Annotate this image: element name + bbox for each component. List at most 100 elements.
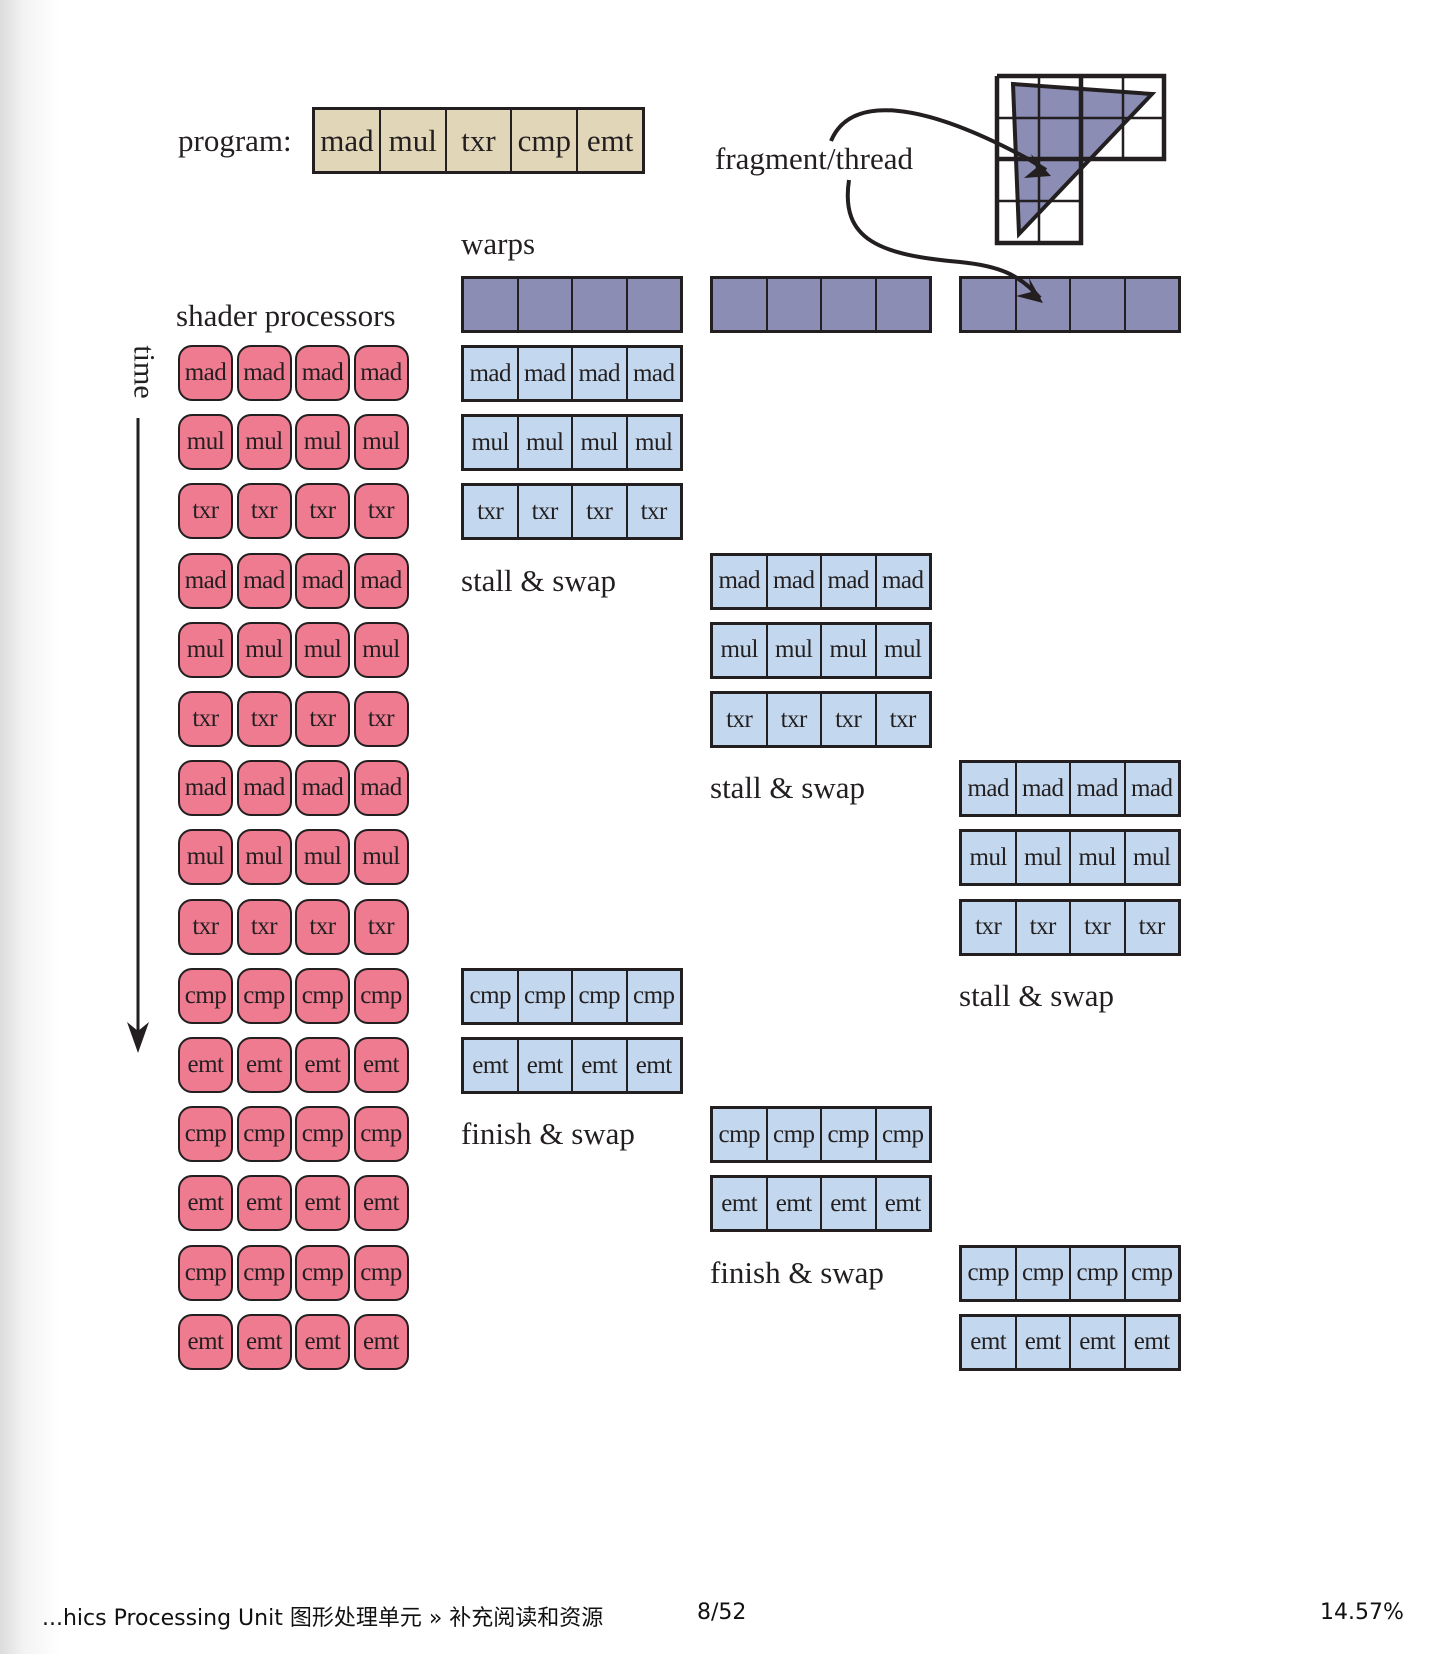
shader-processor-op: mul	[295, 829, 350, 886]
warp-lane-op: txr	[889, 705, 917, 733]
warp-lane-op: mul	[464, 417, 519, 469]
shader-processor-op: emt	[295, 1313, 350, 1370]
shader-processor-op: cmp	[236, 1106, 292, 1163]
warp-lane-op: cmp	[573, 970, 628, 1022]
warp-lane-op: cmp	[1130, 1259, 1173, 1287]
shader-processor-op: emt	[236, 1037, 292, 1093]
program-instruction-cmp: cmp	[512, 110, 579, 171]
warp-lane-op: mad	[573, 348, 628, 399]
warp-lane-op: emt	[635, 1051, 672, 1079]
shader-processor-op: txr	[295, 898, 350, 955]
warp-lane-op: mad	[464, 348, 519, 399]
program-instruction-emt: emt	[586, 122, 634, 158]
shader-processor-op: mad	[353, 552, 409, 609]
thread-slot	[713, 279, 768, 330]
shader-processor-op: txr	[236, 898, 292, 955]
shader-processor-op: emt	[295, 1175, 350, 1232]
warp-lane-op: mul	[822, 624, 877, 676]
warp-lane-op: mad	[1071, 763, 1126, 815]
page-indicator[interactable]: 8/52	[697, 1600, 747, 1625]
shader-processor-op: cmp	[178, 1106, 233, 1163]
shader-processor-op: txr	[236, 483, 292, 540]
shader-processor-op: emt	[295, 1037, 350, 1093]
shader-processor-op: mul	[236, 414, 292, 471]
shader-processor-op: mad	[353, 345, 409, 401]
warp-lane-op: mul	[768, 624, 822, 676]
warp-lane-op: cmp	[1017, 1247, 1071, 1299]
shader-processor-op: txr	[295, 483, 350, 540]
shader-processor-op: cmp	[236, 1244, 292, 1301]
warp-lane-op: mul	[1017, 832, 1071, 884]
program-instruction-mad: mad	[315, 110, 381, 171]
thread-slot	[628, 279, 681, 330]
shader-processor-op: txr	[353, 691, 409, 747]
warp-lane-op: txr	[1138, 913, 1166, 941]
warp-lane-op: txr	[573, 486, 628, 538]
thread-slot	[1126, 279, 1179, 330]
shader-processor-op: emt	[236, 1175, 292, 1232]
warp-lane-op: mad	[962, 763, 1017, 815]
warp-lane-op: mul	[1133, 843, 1171, 871]
warp-lane-op: txr	[822, 694, 877, 745]
warp-lane-op: cmp	[519, 970, 573, 1022]
shader-processor-op: cmp	[236, 967, 292, 1024]
warp-lane-op: cmp	[962, 1247, 1017, 1299]
thread-slot	[962, 279, 1017, 330]
warp-lane-op: txr	[640, 497, 668, 525]
shader-processor-op: cmp	[178, 1244, 233, 1301]
thread-slot	[464, 279, 519, 330]
shader-processor-op: mad	[236, 552, 292, 609]
shader-processor-op: mad	[178, 552, 233, 609]
shader-processor-op: cmp	[353, 1244, 409, 1301]
shader-processor-op: mul	[178, 414, 233, 471]
warp-lane-op: emt	[1017, 1316, 1071, 1368]
warp-2-threads	[710, 276, 932, 333]
warp-lane-op: txr	[962, 901, 1017, 953]
shader-processor-op: emt	[178, 1037, 233, 1093]
shader-processor-op: mul	[295, 621, 350, 678]
shader-processor-op: mad	[178, 345, 233, 401]
warp-2-annotation: finish & swap	[710, 1254, 884, 1290]
program-instruction-mul: mul	[381, 110, 447, 171]
shader-processor-op: cmp	[295, 1244, 350, 1301]
thread-slot	[1017, 279, 1071, 330]
warp-lane-op: mul	[962, 832, 1017, 884]
shader-processor-op: cmp	[353, 1106, 409, 1163]
program-instruction-txr: txr	[447, 110, 513, 171]
shader-processor-op: mad	[295, 345, 350, 401]
window-edge-shadow	[0, 0, 60, 1654]
shader-processor-op: mad	[236, 345, 292, 401]
document-breadcrumb[interactable]: ...hics Processing Unit 图形处理单元 » 补充阅读和资源	[42, 1606, 604, 1631]
warp-lane-op: cmp	[464, 970, 519, 1022]
shader-processor-op: mul	[295, 414, 350, 471]
warp-2-annotation: stall & swap	[710, 770, 865, 806]
shader-processor-op: emt	[353, 1175, 409, 1232]
warp-lane-op: mul	[573, 417, 628, 469]
shader-processor-op: emt	[236, 1313, 292, 1370]
shader-processor-op: txr	[353, 898, 409, 955]
warp-lane-op: mad	[519, 348, 573, 399]
shader-processor-op: emt	[353, 1313, 409, 1370]
thread-slot	[573, 279, 628, 330]
shader-processor-op: mad	[295, 552, 350, 609]
shader-processor-op: mul	[353, 414, 409, 471]
warp-lane-op: mul	[884, 636, 922, 664]
shader-processor-op: mul	[353, 621, 409, 678]
warp-lane-op: emt	[464, 1040, 519, 1091]
thread-slot	[768, 279, 822, 330]
warp-lane-op: emt	[1071, 1316, 1126, 1368]
warp-3-annotation: stall & swap	[959, 977, 1114, 1013]
warp-lane-op: mul	[519, 417, 573, 469]
warp-lane-op: mad	[1017, 763, 1071, 815]
thread-slot	[1071, 279, 1126, 330]
shader-processor-op: txr	[353, 483, 409, 540]
shader-processor-op: cmp	[295, 1106, 350, 1163]
time-axis-label: time	[127, 345, 161, 399]
